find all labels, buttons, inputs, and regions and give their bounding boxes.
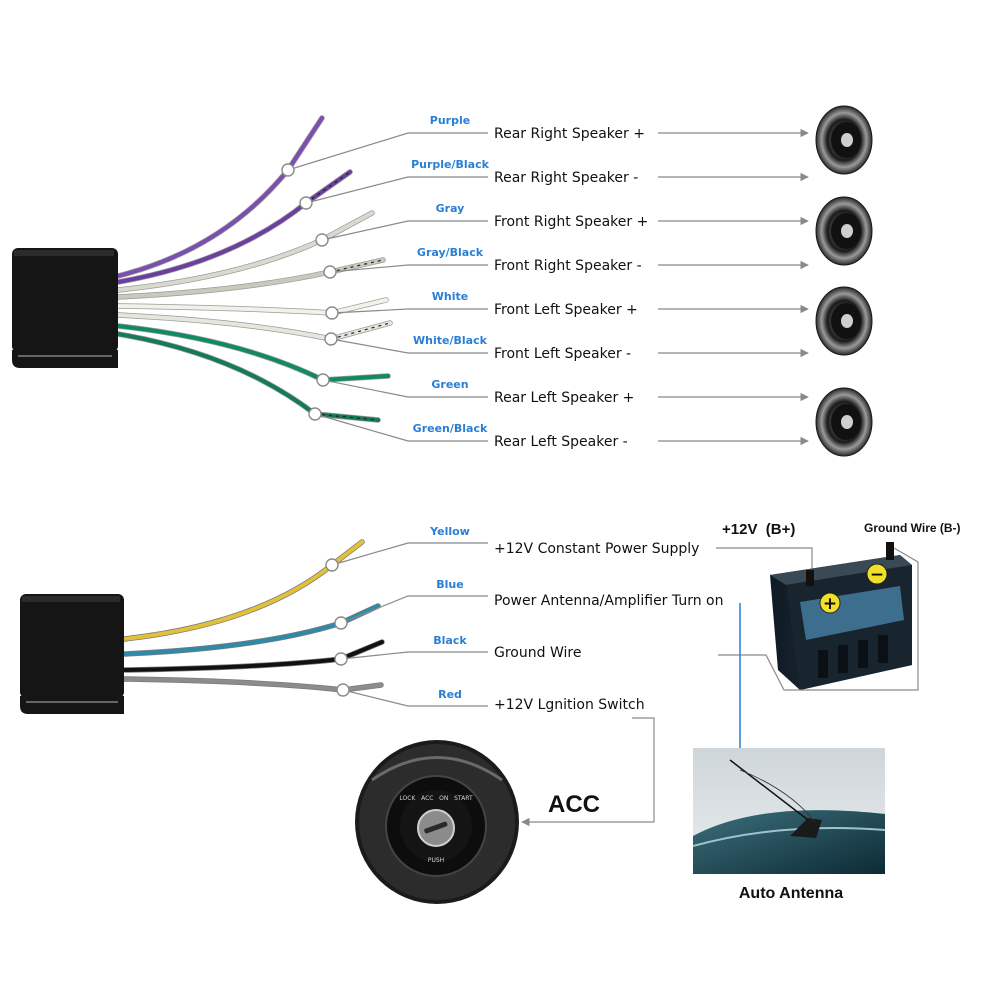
wire-marker-red: [336, 683, 350, 697]
wire-marker-blue: [334, 616, 348, 630]
wire-color-label-blue: Blue: [436, 578, 463, 591]
wire-function-blue: Power Antenna/Amplifier Turn on: [494, 593, 723, 609]
wire-stripe-white-black: [330, 322, 391, 340]
ignition-push-text: PUSH: [428, 857, 444, 864]
wire-green: [116, 324, 390, 383]
wire-yellow: [122, 540, 364, 641]
wire-white-black: [116, 313, 392, 342]
wire-color-label-red: Red: [438, 688, 462, 701]
acc-lead-line: [521, 717, 655, 827]
wire-function-gray-black: Front Right Speaker -: [494, 258, 642, 274]
wire-color-label-green: Green: [431, 378, 468, 391]
wire-color-label-white: White: [432, 290, 468, 303]
speaker-icon: [815, 286, 873, 356]
wire-color-label-green-black: Green/Black: [413, 422, 488, 435]
ignition-ring-text: LOCK ACC ON START: [399, 795, 473, 802]
wire-function-green-black: Rear Left Speaker -: [494, 434, 628, 450]
leader-line-red: [342, 689, 488, 707]
wire-color-label-yellow: Yellow: [429, 525, 470, 538]
speaker-connector-plug: [12, 248, 118, 368]
leader-line-green-black: [314, 413, 488, 442]
leader-line-purple-black: [305, 176, 488, 204]
leader-line-white: [331, 308, 488, 314]
wire-color-label-white-black: White/Black: [413, 334, 488, 347]
wire-red: [122, 677, 383, 693]
wire-white: [116, 298, 388, 316]
wire-function-white-black: Front Left Speaker -: [494, 346, 631, 362]
wire-marker-green: [316, 373, 330, 387]
wire-marker-purple: [281, 163, 295, 177]
wire-marker-purple-black: [299, 196, 313, 210]
wire-black: [122, 640, 384, 672]
leader-line-yellow: [331, 542, 488, 566]
battery-positive-label: +12V (B+): [722, 521, 795, 538]
speaker-icon: [815, 105, 873, 175]
wire-function-purple-black: Rear Right Speaker -: [494, 170, 638, 186]
wire-color-label-black: Black: [433, 634, 467, 647]
wire-gray: [116, 211, 374, 292]
speaker-icon: [815, 387, 873, 457]
wire-function-white: Front Left Speaker +: [494, 302, 638, 318]
acc-label: ACC: [548, 791, 600, 818]
wire-purple-black: [116, 170, 352, 284]
power-connector-plug: [20, 594, 124, 714]
leader-line-green: [322, 379, 488, 398]
wire-blue: [122, 604, 380, 656]
wire-function-green: Rear Left Speaker +: [494, 390, 634, 406]
wire-outline-yellow: [121, 539, 365, 642]
leader-line-purple: [287, 132, 488, 171]
wire-outline-blue: [121, 603, 381, 657]
battery-minus-symbol: −: [870, 565, 884, 585]
wire-marker-gray-black: [323, 265, 337, 279]
wire-gray-black: [116, 258, 385, 299]
battery-ground-label: Ground Wire (B-): [864, 521, 961, 535]
wire-purple: [116, 116, 324, 278]
wire-marker-gray: [315, 233, 329, 247]
wire-color-label-gray: Gray: [436, 202, 465, 215]
wire-marker-black: [334, 652, 348, 666]
battery-plus-symbol: +: [823, 594, 837, 614]
leader-line-gray: [321, 220, 488, 241]
speaker-wire-harness: [115, 115, 393, 423]
leader-line-white-black: [330, 338, 488, 354]
antenna-caption: Auto Antenna: [739, 885, 843, 902]
wire-function-red: +12V Lgnition Switch: [494, 697, 645, 713]
wire-function-black: Ground Wire: [494, 645, 581, 661]
speaker-icon: [815, 196, 873, 266]
leader-line-black: [340, 651, 488, 660]
ground-lead-line: [718, 547, 919, 691]
power-wire-harness: [121, 539, 385, 693]
wire-color-label-gray-black: Gray/Black: [417, 246, 484, 259]
wire-function-gray: Front Right Speaker +: [494, 214, 648, 230]
wire-color-label-purple: Purple: [430, 114, 470, 127]
wire-function-purple: Rear Right Speaker +: [494, 126, 645, 142]
wire-green-black: [116, 332, 380, 422]
wire-marker-white-black: [324, 332, 338, 346]
wire-function-yellow: +12V Constant Power Supply: [494, 541, 699, 557]
ignition-switch-photo: [355, 740, 519, 904]
car-battery: [770, 542, 912, 690]
power-rows: Yellow +12V Constant Power SupplyBluePowe…: [325, 525, 813, 713]
wire-marker-green-black: [308, 407, 322, 421]
leader-line-blue: [340, 595, 488, 624]
wire-outline-gray: [115, 210, 375, 293]
battery-positive-lead-line: [716, 547, 813, 572]
auto-antenna-photo: [692, 748, 886, 874]
wire-color-label-purple-black: Purple/Black: [411, 158, 490, 171]
wire-marker-white: [325, 306, 339, 320]
wire-stripe-purple-black: [305, 171, 351, 204]
wire-marker-yellow: [325, 558, 339, 572]
leader-line-gray-black: [329, 264, 488, 273]
wire-stripe-gray-black: [329, 259, 384, 273]
